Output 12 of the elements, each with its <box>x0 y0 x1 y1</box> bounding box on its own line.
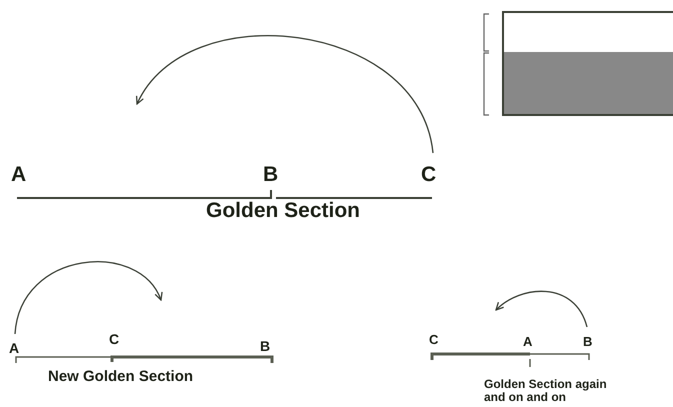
section-caption: Golden Section again and on and on <box>484 378 608 404</box>
point-label: B <box>583 335 592 350</box>
point-label: B <box>263 163 278 186</box>
point-label: C <box>429 333 438 348</box>
point-label: C <box>109 332 120 348</box>
section-caption: New Golden Section <box>48 369 194 386</box>
section-caption: Golden Section <box>206 199 360 222</box>
point-label: B <box>260 339 270 354</box>
point-label: A <box>523 335 532 350</box>
point-label: A <box>9 341 20 356</box>
point-label: A <box>11 163 26 186</box>
point-label: C <box>421 163 436 186</box>
